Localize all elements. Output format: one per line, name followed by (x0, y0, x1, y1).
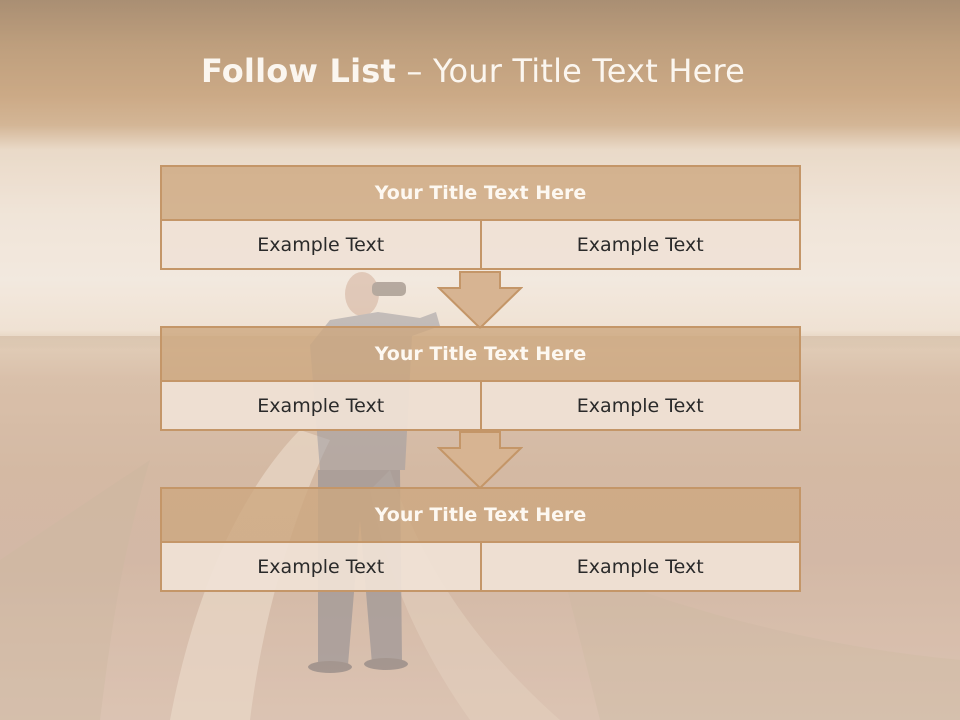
step-1-cell-right: Example Text (479, 221, 800, 268)
step-row-1: Example Text Example Text (160, 221, 801, 270)
slide-title-bold: Follow List (200, 52, 397, 90)
step-row-3: Example Text Example Text (160, 543, 801, 592)
step-3-cell-right: Example Text (479, 543, 800, 590)
step-3-cell-left: Example Text (257, 555, 385, 578)
step-block-1: Your Title Text Here Example Text Exampl… (160, 165, 801, 270)
slide-title: Follow List – Your Title Text Here (0, 52, 946, 90)
step-title-1: Your Title Text Here (160, 165, 801, 221)
step-title-3: Your Title Text Here (160, 487, 801, 543)
down-arrow-icon (437, 431, 523, 489)
slide-title-rest: – Your Title Text Here (396, 52, 746, 90)
down-arrow-icon (437, 271, 523, 329)
step-2-cell-right: Example Text (479, 382, 800, 429)
step-1-cell-left: Example Text (257, 233, 385, 256)
step-row-2: Example Text Example Text (160, 382, 801, 431)
step-block-2: Your Title Text Here Example Text Exampl… (160, 326, 801, 431)
step-title-2: Your Title Text Here (160, 326, 801, 382)
step-2-cell-left: Example Text (257, 394, 385, 417)
step-block-3: Your Title Text Here Example Text Exampl… (160, 487, 801, 592)
